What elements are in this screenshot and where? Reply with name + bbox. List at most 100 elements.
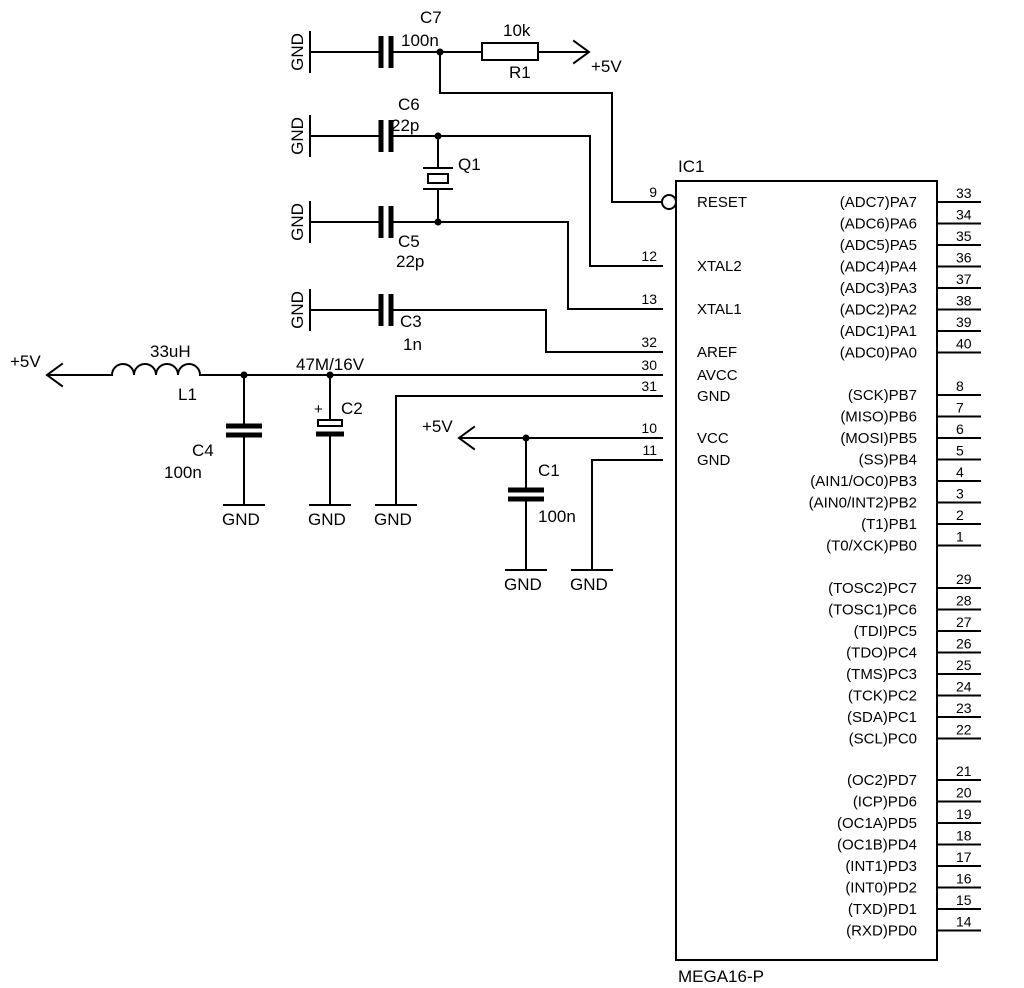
capacitor-c5 (378, 206, 394, 238)
pin-name: AVCC (697, 367, 738, 384)
pin-number: 33 (956, 185, 972, 201)
pin-number: 28 (956, 593, 972, 609)
pin-name: XTAL2 (697, 258, 742, 275)
gnd-label: GND (308, 510, 346, 529)
c1-ref: C1 (538, 461, 560, 480)
vcc-arrow-r1: +5V (572, 39, 622, 76)
pin-name: GND (697, 452, 731, 469)
pin-name: XTAL1 (697, 301, 742, 318)
gnd-symbol-c5: GND (288, 201, 311, 243)
c5-value: 22p (396, 252, 424, 271)
reset-inversion-bubble (661, 194, 677, 210)
pin-number: 24 (956, 679, 972, 695)
pin-number: 25 (956, 657, 972, 673)
pin-name: (SCL)PC0 (849, 731, 917, 748)
gnd-symbol-c3: GND (288, 289, 311, 331)
r1-ref: R1 (509, 63, 531, 82)
ic1-body (675, 180, 938, 961)
pin-name: (T1)PB1 (861, 516, 917, 533)
c7-ref: C7 (420, 8, 442, 27)
pin-name: (TMS)PC3 (846, 666, 917, 683)
pin-name: (TXD)PD1 (848, 901, 917, 918)
capacitor-c2-electrolytic (309, 374, 351, 506)
pin-number: 8 (956, 378, 964, 394)
crystal-q1 (423, 135, 453, 223)
pin-number: 34 (956, 207, 972, 223)
gnd-symbol-c7: GND (288, 31, 311, 73)
pin-number: 5 (956, 443, 964, 459)
pin-name: (TOSC2)PC7 (828, 580, 917, 597)
c4-ref: C4 (192, 441, 214, 460)
pin-number: 23 (956, 700, 972, 716)
pin-number: 30 (641, 357, 657, 373)
pin-name: (INT1)PD3 (845, 858, 917, 875)
pin-number: 11 (642, 442, 657, 458)
pin-number: 18 (956, 828, 972, 844)
c6-value: 22p (391, 116, 419, 135)
gnd-label: GND (288, 117, 307, 155)
pin-name: (AIN1/OC0)PB3 (810, 473, 917, 490)
c2-value: 47M/16V (296, 355, 365, 374)
pin-name: (ADC3)PA3 (840, 280, 917, 297)
pin-number: 32 (641, 334, 657, 350)
pin-number: 38 (956, 293, 972, 309)
vcc-label: +5V (422, 417, 453, 436)
pin-name: (TCK)PC2 (848, 688, 917, 705)
gnd-label: GND (288, 291, 307, 329)
pin-number: 29 (956, 571, 972, 587)
pin-number: 16 (956, 871, 972, 887)
pin-number: 35 (956, 228, 972, 244)
pin-name: (MISO)PB6 (840, 409, 917, 426)
pin-name: (ADC0)PA0 (840, 345, 917, 362)
pin-number: 13 (641, 291, 657, 307)
c1-value: 100n (538, 507, 576, 526)
pin-name: (MOSI)PB5 (840, 430, 917, 447)
pin-name: (SCK)PB7 (848, 387, 917, 404)
pin-number: 22 (956, 722, 972, 738)
pin-number: 39 (956, 314, 972, 330)
pin-name: (ICP)PD6 (853, 794, 917, 811)
capacitor-c3 (378, 294, 394, 326)
c7-value: 100n (401, 31, 439, 50)
pin-number: 20 (956, 785, 972, 801)
pin-number: 6 (956, 421, 964, 437)
vcc-arrow-l1: +5V (10, 352, 64, 388)
ic1-right-pins: 33(ADC7)PA734(ADC6)PA635(ADC5)PA536(ADC4… (809, 185, 981, 940)
ic1-mega16-p: IC1 MEGA16-P 9RESET12XTAL213XTAL132AREF3… (641, 157, 981, 986)
pin-number: 37 (956, 271, 972, 287)
pin-name: AREF (697, 344, 737, 361)
pin-name: (ADC6)PA6 (840, 216, 917, 233)
capacitor-c6 (378, 120, 394, 152)
pin-name: (ADC4)PA4 (840, 259, 917, 276)
capacitor-c1 (505, 437, 547, 571)
pin-number: 1 (956, 529, 964, 545)
pin-number: 4 (956, 464, 964, 480)
pin-number: 15 (956, 892, 972, 908)
pin-name: (TDO)PC4 (846, 645, 917, 662)
pin-number: 40 (956, 336, 972, 352)
gnd-label: GND (374, 510, 412, 529)
pin-name: (ADC1)PA1 (840, 323, 917, 340)
pin-name: (SDA)PC1 (847, 709, 917, 726)
pin-number: 14 (956, 914, 972, 930)
pin-name: (T0/XCK)PB0 (826, 538, 917, 555)
vcc-label: +5V (10, 352, 41, 371)
c3-ref: C3 (400, 312, 422, 331)
pin-name: (OC2)PD7 (847, 772, 917, 789)
pin-number: 21 (956, 763, 972, 779)
inductor-l1 (110, 363, 202, 377)
pin-name: RESET (697, 194, 747, 211)
pin-number: 36 (956, 250, 972, 266)
q1-ref: Q1 (458, 155, 481, 174)
pin-name: (OC1A)PD5 (837, 815, 917, 832)
pin-number: 12 (641, 248, 657, 264)
pin-name: (ADC2)PA2 (840, 302, 917, 319)
pin-name: GND (697, 388, 731, 405)
pin-number: 26 (956, 636, 972, 652)
pin-number: 10 (641, 420, 657, 436)
pin-name: VCC (697, 430, 729, 447)
gnd-symbol-c6: GND (288, 115, 311, 157)
ic1-part: MEGA16-P (678, 967, 764, 986)
gnd-label: GND (570, 575, 608, 594)
